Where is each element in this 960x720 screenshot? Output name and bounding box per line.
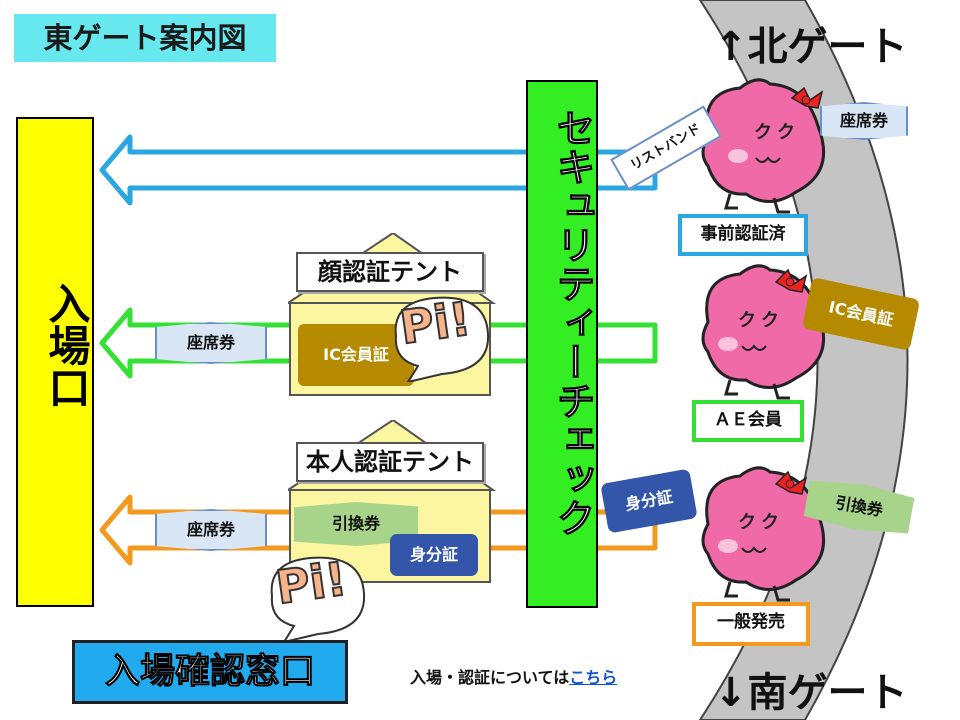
entrance-pillar: 入場口	[16, 117, 94, 607]
svg-text:ク ク: ク ク	[754, 122, 795, 142]
id-card-tent: 身分証	[390, 534, 478, 576]
status-row3: 一般発売	[692, 602, 810, 646]
face-tent-label: 顔認証テント	[296, 252, 484, 292]
pi-text-face: Pi!	[396, 290, 475, 355]
pi-bubble-face	[394, 296, 490, 382]
security-label: セキュリティーチェック	[550, 108, 596, 538]
character-3: ク ク	[701, 466, 826, 602]
status-row1: 事前認証済	[678, 214, 808, 256]
page-title: 東ゲート案内図	[14, 14, 276, 62]
character-1: ク ク	[701, 78, 826, 214]
seat-ticket-character: 座席券	[820, 102, 908, 140]
svg-text:ク ク: ク ク	[738, 512, 779, 532]
seat-ticket-row3: 座席券	[155, 509, 267, 551]
entrance-label: 入場口	[42, 282, 91, 408]
info-link[interactable]: こちら	[569, 668, 618, 687]
ic-card-tent: IC会員証	[298, 324, 414, 386]
entry-window-label: 入場確認窓口	[72, 640, 348, 704]
pi-bubble-identity	[270, 556, 366, 642]
identity-tent-label: 本人認証テント	[296, 442, 484, 482]
security-check: セキュリティーチェック	[526, 80, 598, 608]
info-label: 入場・認証については	[410, 668, 570, 687]
character-2: ク ク	[701, 264, 826, 400]
south-gate-label: ↓南ゲート	[714, 670, 908, 716]
seat-ticket-row2: 座席券	[155, 322, 267, 364]
info-text: 入場・認証についてはこちら	[410, 664, 617, 688]
pi-text-identity: Pi!	[272, 550, 351, 615]
north-gate-label: ↑北ゲート	[714, 24, 908, 70]
status-row2: ＡＥ会員	[692, 400, 804, 442]
svg-text:ク ク: ク ク	[738, 310, 779, 330]
